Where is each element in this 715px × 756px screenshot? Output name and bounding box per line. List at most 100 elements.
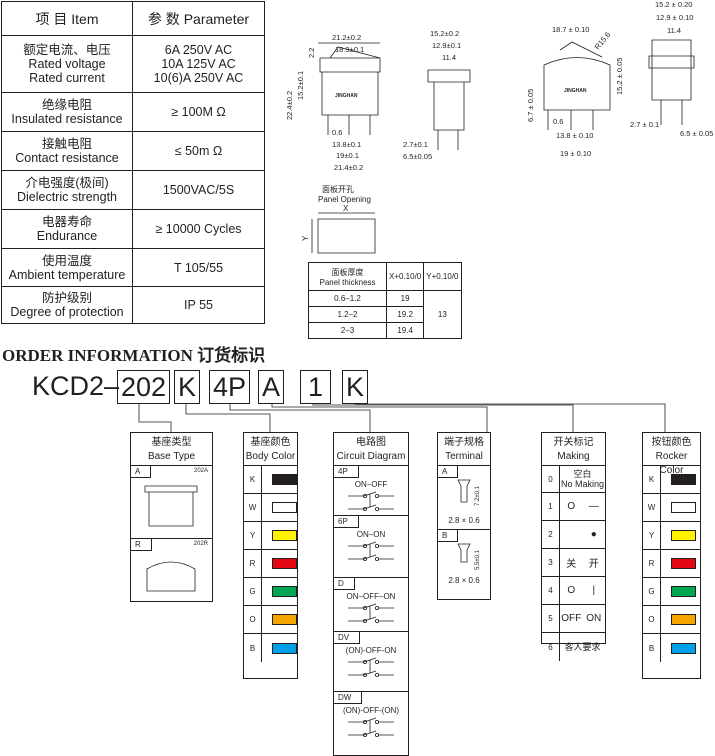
terminal-a-icon: 7.2±0.1 bbox=[457, 479, 481, 506]
option-key: O bbox=[643, 606, 661, 633]
body-color-option: O bbox=[244, 606, 297, 634]
header-parameter: 参 数 Parameter bbox=[132, 1, 265, 36]
base-a-icon bbox=[144, 485, 198, 527]
model-prefix: KCD2– bbox=[32, 371, 120, 401]
color-swatch bbox=[272, 530, 297, 541]
svg-text:JINGHAN: JINGHAN bbox=[335, 93, 358, 99]
option-key: Y bbox=[244, 522, 262, 549]
svg-text:0.6: 0.6 bbox=[332, 128, 342, 137]
param-value: IP 55 bbox=[132, 286, 265, 324]
arc-side-view-drawing: 15.2 ± 0.20 12.9 ± 0.10 11.4 2.7 ± 0.1 6… bbox=[630, 0, 713, 138]
option-key: O bbox=[244, 606, 262, 633]
option-key: B bbox=[643, 634, 661, 662]
color-swatch bbox=[272, 586, 297, 597]
switch-schematic-icon bbox=[348, 603, 394, 623]
rocker-color-option: B bbox=[643, 634, 700, 662]
rocker-color-option: K bbox=[643, 466, 700, 494]
body-color-option: Y bbox=[244, 522, 297, 550]
svg-text:R15.6: R15.6 bbox=[593, 30, 613, 51]
body-color-option: G bbox=[244, 578, 297, 606]
svg-text:Y: Y bbox=[301, 235, 310, 241]
color-swatch bbox=[671, 474, 696, 485]
arc-front-view-drawing: JINGHAN 18.7 ± 0.10 R15.6 15.2 ± 0.05 6.… bbox=[526, 25, 624, 158]
svg-text:X: X bbox=[343, 204, 349, 213]
connector-lines bbox=[138, 403, 666, 432]
svg-text:21.2±0.2: 21.2±0.2 bbox=[332, 33, 361, 42]
circuit-option: DV(ON)-OFF-ON bbox=[334, 632, 408, 692]
switch-schematic-icon bbox=[348, 717, 394, 737]
svg-text:11.4: 11.4 bbox=[667, 26, 681, 35]
color-swatch bbox=[272, 614, 297, 625]
param-value: ≥ 100M Ω bbox=[132, 92, 265, 132]
svg-text:21.4±0.2: 21.4±0.2 bbox=[334, 163, 363, 172]
front-view-drawing: JINGHAN 21.2±0.2 18.9±0.1 2.2 15.2±0.1 2… bbox=[285, 33, 381, 172]
color-swatch bbox=[671, 558, 696, 569]
color-swatch bbox=[272, 502, 297, 513]
svg-text:15.2±0.2: 15.2±0.2 bbox=[430, 29, 459, 38]
switch-schematic-icon bbox=[348, 541, 394, 561]
param-value: ≥ 10000 Cycles bbox=[132, 209, 265, 249]
base-r-icon bbox=[146, 561, 196, 592]
svg-text:Panel Opening: Panel Opening bbox=[318, 195, 371, 204]
code-base-type: 202 bbox=[117, 370, 171, 404]
code-terminal: A bbox=[258, 370, 285, 404]
panel-opening-drawing: 面板开孔 Panel Opening X Y bbox=[301, 185, 376, 254]
svg-text:15.2 ± 0.20: 15.2 ± 0.20 bbox=[655, 0, 692, 9]
option-key: W bbox=[244, 494, 262, 521]
color-swatch bbox=[272, 642, 297, 654]
svg-text:0.6: 0.6 bbox=[553, 117, 563, 126]
svg-text:22.4±0.2: 22.4±0.2 bbox=[285, 91, 294, 120]
color-swatch bbox=[272, 474, 297, 485]
svg-text:19 ± 0.10: 19 ± 0.10 bbox=[560, 149, 591, 158]
svg-text:6.5±0.05: 6.5±0.05 bbox=[403, 152, 432, 161]
svg-text:5.5±0.1: 5.5±0.1 bbox=[475, 549, 481, 570]
svg-text:19±0.1: 19±0.1 bbox=[336, 151, 359, 160]
svg-text:2.2: 2.2 bbox=[307, 48, 316, 58]
svg-text:12.9 ± 0.10: 12.9 ± 0.10 bbox=[656, 13, 693, 22]
color-swatch bbox=[671, 642, 696, 654]
color-swatch bbox=[671, 614, 696, 625]
svg-text:15.2 ± 0.05: 15.2 ± 0.05 bbox=[615, 58, 624, 95]
color-swatch bbox=[671, 530, 696, 541]
order-information-title: ORDER INFORMATION 订货标识 bbox=[2, 346, 266, 365]
header-item: 项 目 Item bbox=[1, 1, 133, 36]
rocker-color-option: R bbox=[643, 550, 700, 578]
body-color-option: R bbox=[244, 550, 297, 578]
body-color-option: W bbox=[244, 494, 297, 522]
svg-text:18.9±0.1: 18.9±0.1 bbox=[335, 45, 364, 54]
option-key: K bbox=[643, 466, 661, 493]
param-value: T 105/55 bbox=[132, 248, 265, 287]
option-key: K bbox=[244, 466, 262, 493]
svg-text:6.5 ± 0.05: 6.5 ± 0.05 bbox=[680, 129, 713, 138]
dimension-drawings: JINGHAN 21.2±0.2 18.9±0.1 2.2 15.2±0.1 2… bbox=[285, 0, 713, 172]
side-view-drawing: 15.2±0.2 12.9±0.1 11.4 2.7±0.1 6.5±0.05 bbox=[403, 29, 471, 161]
rocker-color-option: G bbox=[643, 578, 700, 606]
option-key: G bbox=[244, 578, 262, 605]
rocker-color-option: W bbox=[643, 494, 700, 522]
color-swatch bbox=[671, 586, 696, 597]
param-value: 1500VAC/5S bbox=[132, 170, 265, 210]
body-color-option: B bbox=[244, 634, 297, 662]
making-option: 2● bbox=[542, 521, 605, 549]
code-rocker-color: K bbox=[342, 370, 369, 404]
option-key: B bbox=[244, 634, 262, 662]
svg-text:12.9±0.1: 12.9±0.1 bbox=[432, 41, 461, 50]
